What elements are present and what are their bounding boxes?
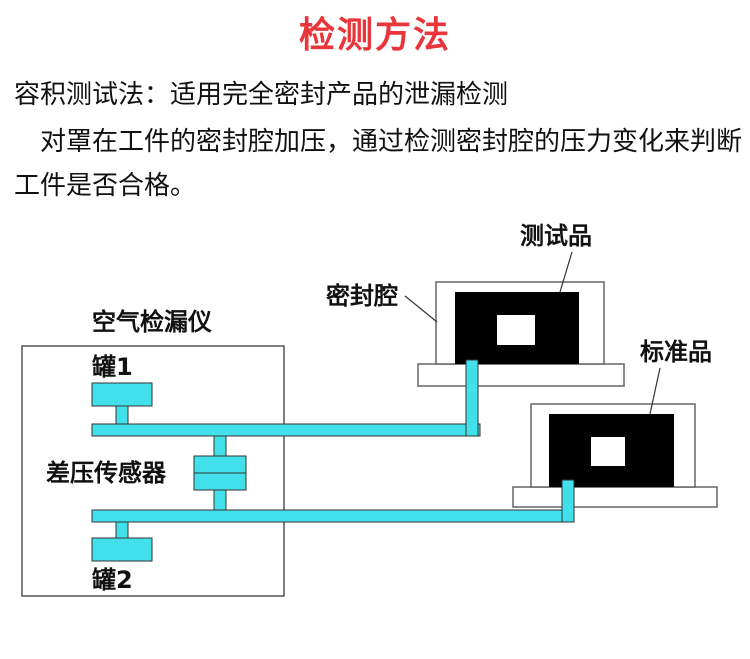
leak-tester-box	[21, 345, 285, 597]
sealed-chamber-label: 密封腔	[326, 282, 398, 310]
method-line: 容积测试法：适用完全密封产品的泄漏检测	[14, 80, 509, 110]
tank2	[91, 537, 153, 562]
description-paragraph: 对罩在工件的密封腔加压，通过检测密封腔的压力变化来判断工件是否合格。	[14, 127, 743, 201]
tank1-label: 罐1	[91, 353, 133, 381]
standard-product-leader	[649, 367, 661, 415]
tank2-label: 罐2	[91, 566, 133, 594]
diff-sensor-label: 差压传感器	[46, 459, 167, 487]
sealed-chamber-leader	[404, 295, 438, 323]
standard-product-fixture	[512, 403, 718, 508]
test-product-window	[497, 315, 535, 345]
test-product-fixture	[417, 281, 625, 387]
standard-product-window	[591, 437, 625, 466]
test-product-leader	[559, 251, 573, 293]
page-title: 检测方法	[298, 15, 451, 56]
pipe-network	[91, 359, 575, 562]
standard-product-label: 标准品	[640, 338, 712, 366]
tank1	[91, 382, 153, 407]
test-product-label: 测试品	[520, 222, 592, 250]
leak-tester-label: 空气检漏仪	[92, 308, 213, 336]
